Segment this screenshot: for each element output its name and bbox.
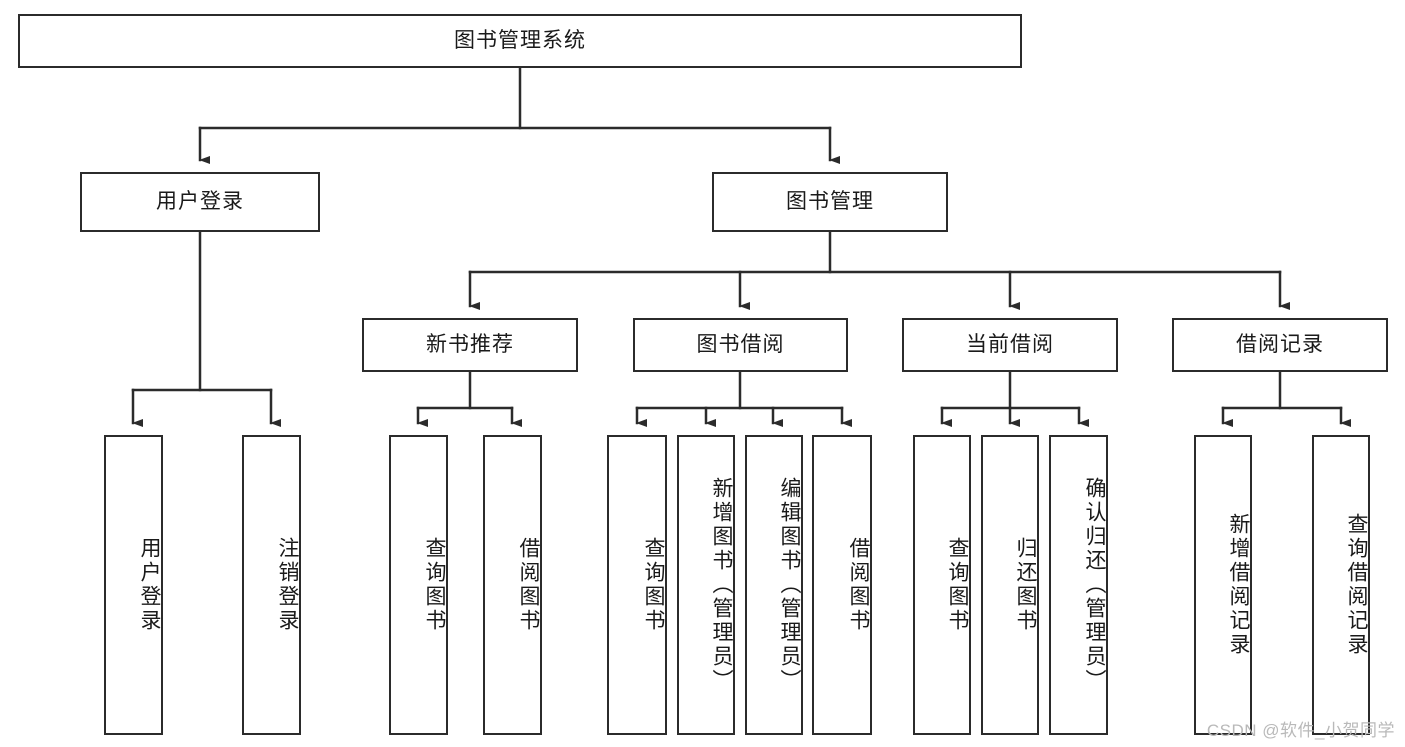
node-label: 借阅图书 [847,537,870,633]
node-label: 查询图书 [946,537,969,633]
connectors-newbook-to-leaves [416,370,522,427]
node-label: 查询图书 [423,537,446,633]
connectors-userlogin-to-leaves [131,230,281,427]
leaf-confirm-return-admin[interactable]: 确认归还（管理员） [1049,435,1108,735]
node-user-login[interactable]: 用户登录 [80,172,320,232]
leaf-logout[interactable]: 注销登录 [242,435,301,735]
leaf-query-books-recommend[interactable]: 查询图书 [389,435,448,735]
node-book-borrowing[interactable]: 图书借阅 [633,318,848,372]
connectors-root-to-level2 [198,66,840,164]
leaf-query-borrow-record[interactable]: 查询借阅记录 [1312,435,1370,735]
node-label: 用户登录 [138,537,161,633]
node-label: 用户登录 [156,190,244,214]
node-book-management[interactable]: 图书管理 [712,172,948,232]
node-borrowing-record[interactable]: 借阅记录 [1172,318,1388,372]
node-label: 图书管理 [786,190,874,214]
node-label: 借阅记录 [1236,333,1324,357]
node-current-borrowing[interactable]: 当前借阅 [902,318,1118,372]
connectors-borrowrecord-to-leaves [1221,370,1351,427]
node-new-book-recommendation[interactable]: 新书推荐 [362,318,578,372]
leaf-query-books-current[interactable]: 查询图书 [913,435,971,735]
node-label: 借阅图书 [517,537,540,633]
node-label: 图书借阅 [696,333,785,357]
leaf-return-books[interactable]: 归还图书 [981,435,1039,735]
node-label: 归还图书 [1014,537,1037,633]
leaf-add-book-admin[interactable]: 新增图书（管理员） [677,435,735,735]
leaf-query-books-borrow[interactable]: 查询图书 [607,435,667,735]
leaf-add-borrow-record[interactable]: 新增借阅记录 [1194,435,1252,735]
node-label: 新增图书（管理员） [710,477,733,693]
node-label: 查询图书 [642,537,665,633]
connectors-bookborrow-to-leaves [635,370,852,427]
node-root-book-management-system[interactable]: 图书管理系统 [18,14,1022,68]
leaf-edit-book-admin[interactable]: 编辑图书（管理员） [745,435,803,735]
node-label: 新增借阅记录 [1227,513,1250,657]
leaf-user-login[interactable]: 用户登录 [104,435,163,735]
node-label: 图书管理系统 [454,29,586,53]
node-label: 确认归还（管理员） [1083,477,1106,693]
node-label: 注销登录 [276,537,299,633]
leaf-borrow-books[interactable]: 借阅图书 [812,435,872,735]
connectors-currentborrow-to-leaves [940,370,1089,427]
node-label: 查询借阅记录 [1345,513,1368,657]
leaf-borrow-books-recommend[interactable]: 借阅图书 [483,435,542,735]
node-label: 当前借阅 [966,333,1054,357]
connectors-booksmgmt-to-level3 [468,230,1290,310]
node-label: 编辑图书（管理员） [778,477,801,693]
node-label: 新书推荐 [426,333,514,357]
